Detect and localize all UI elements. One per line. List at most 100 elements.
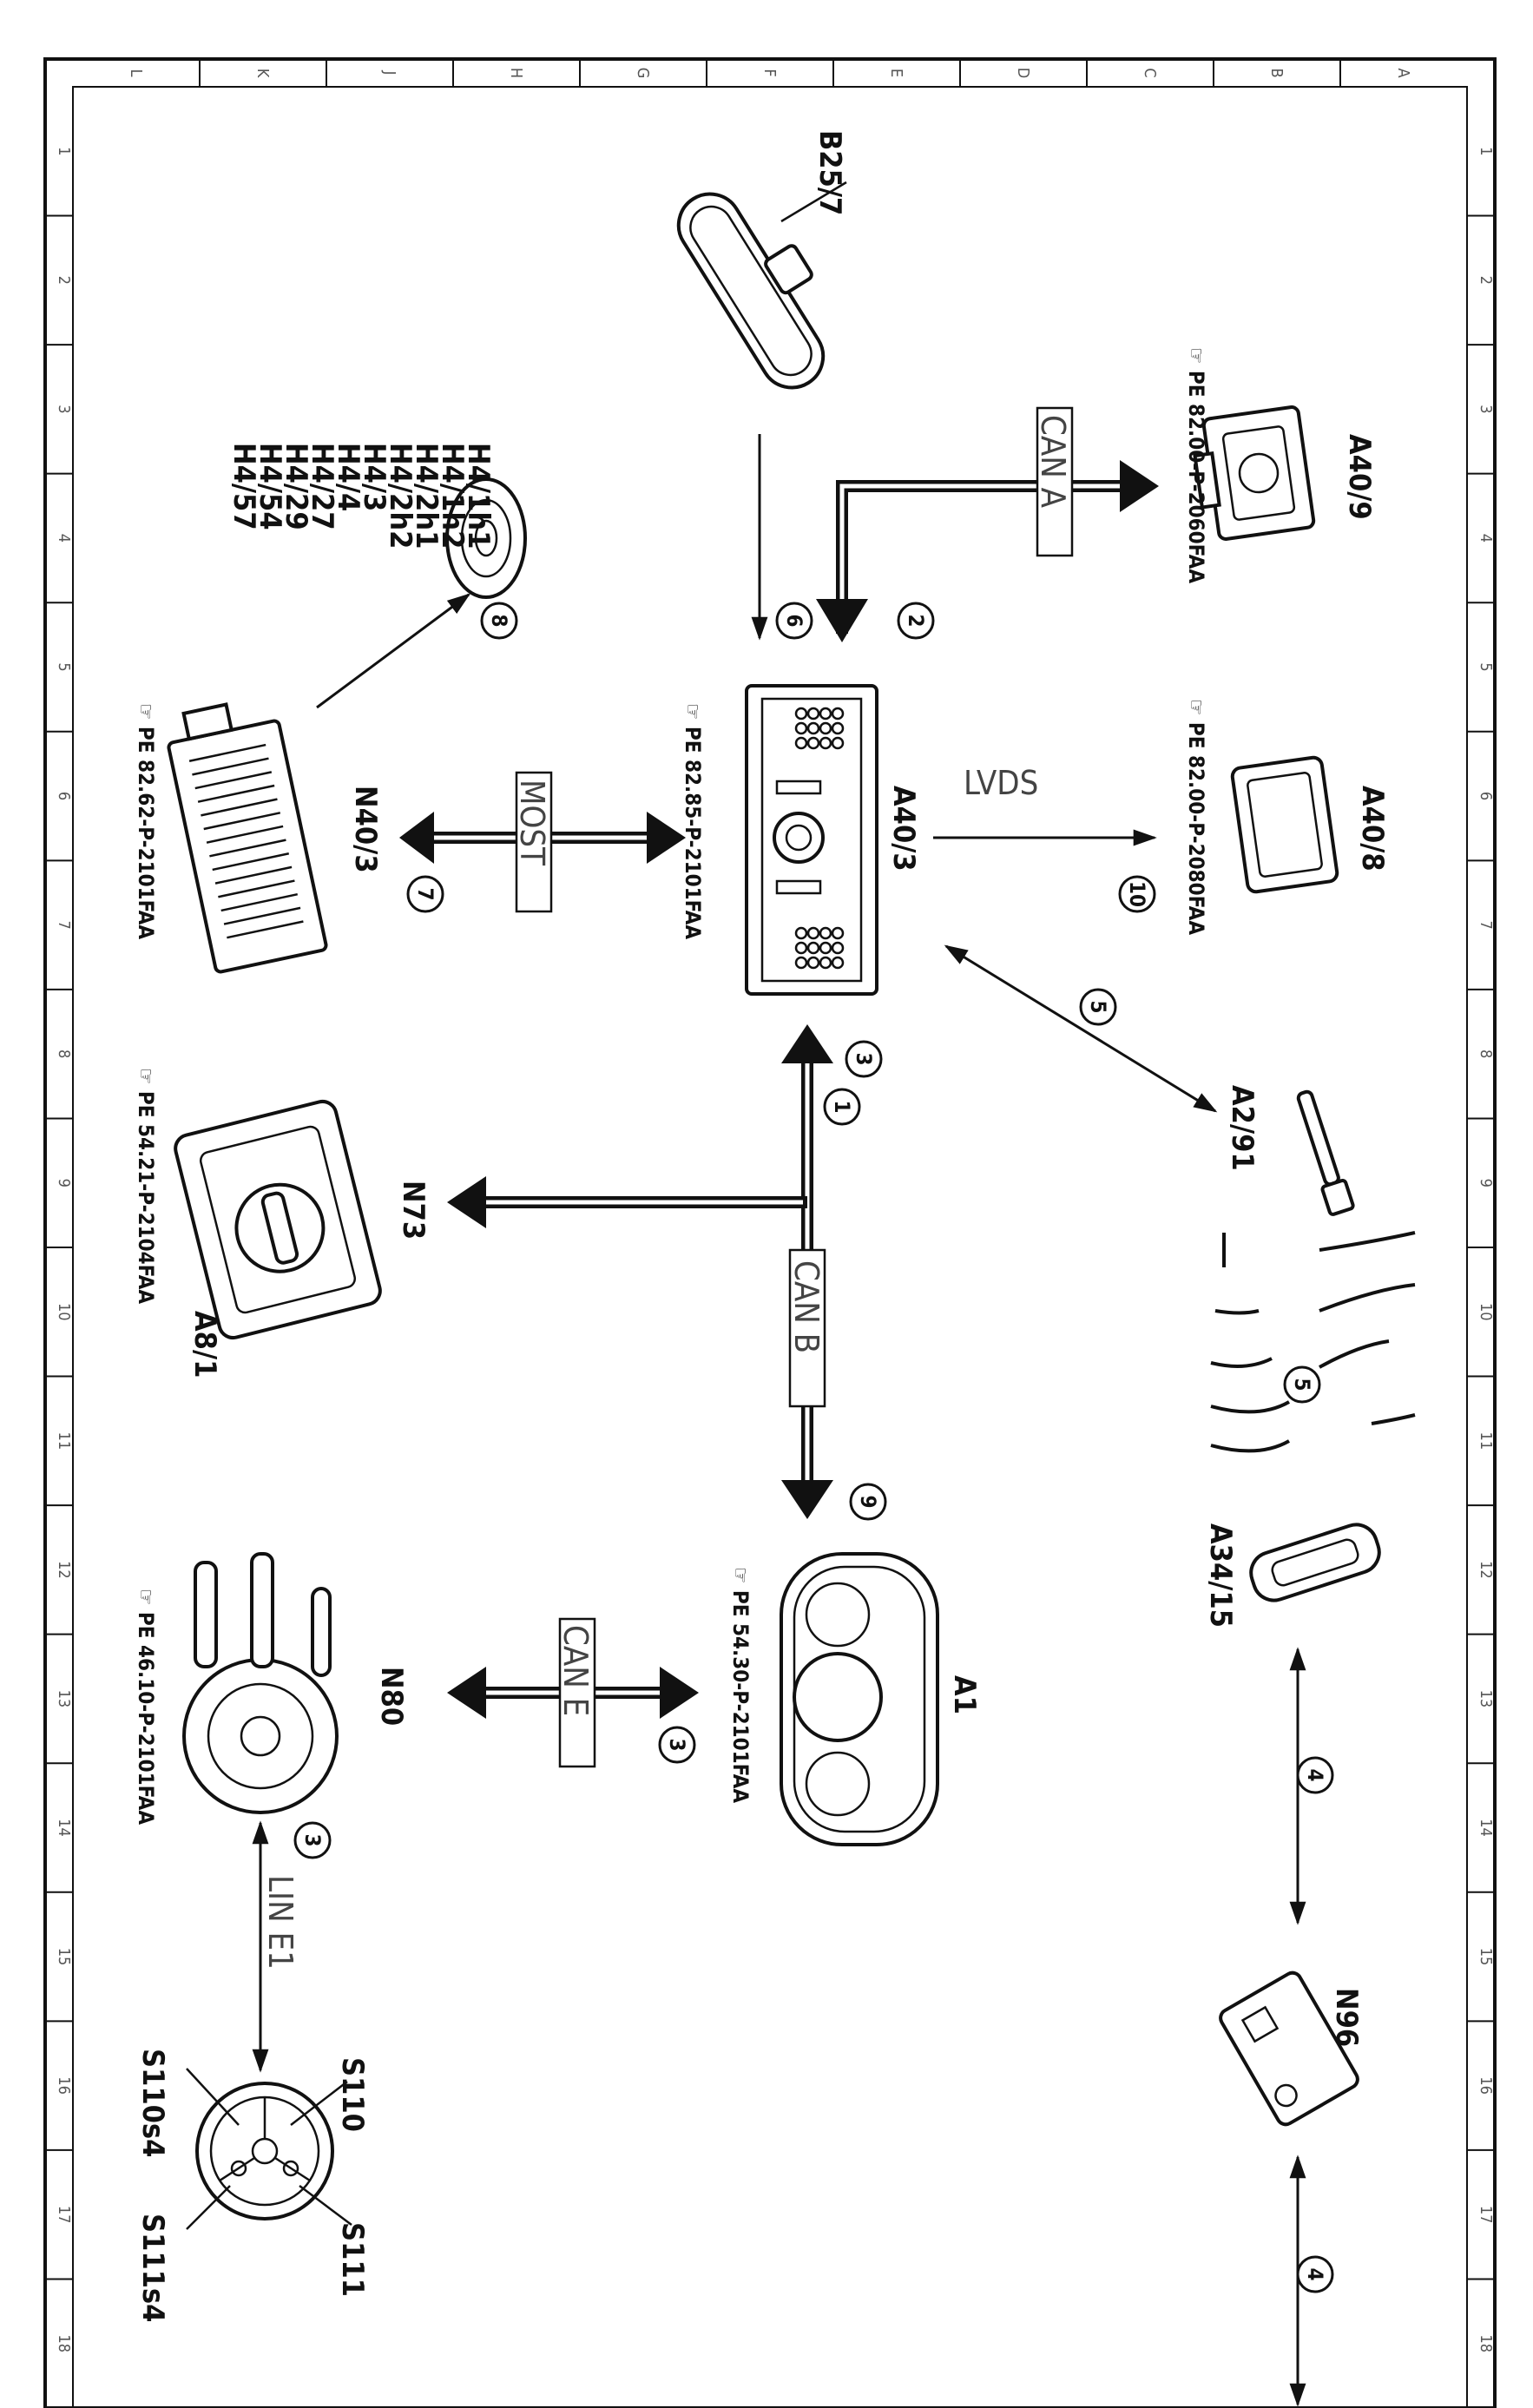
label-s111s4: S111s4 (135, 2214, 170, 2322)
row-tick-label: 15 (1477, 1948, 1495, 1966)
column-tick-label: F (760, 69, 779, 76)
svg-text:4: 4 (1303, 1768, 1327, 1781)
row-tick-label: 12 (1477, 1561, 1495, 1579)
ignition-switch-icon (174, 1099, 382, 1340)
row-tick-label: 18 (1477, 2334, 1495, 2352)
svg-text:☞ PE 54.30-P-2101FAA: ☞ PE 54.30-P-2101FAA (728, 1567, 753, 1803)
svg-text:3: 3 (300, 1833, 325, 1846)
svg-text:A34/15: A34/15 (1203, 1523, 1238, 1628)
svg-text:5: 5 (1086, 1000, 1110, 1013)
svg-text:☞ PE 82.00-P-2080FAA: ☞ PE 82.00-P-2080FAA (1184, 699, 1208, 935)
column-tick-label: L (127, 69, 145, 76)
row-tick-label: 4 (1477, 534, 1495, 543)
speaker-label: H4/54 (253, 443, 287, 530)
reference-number: 10 (1118, 875, 1156, 913)
column-tick-label: C (1141, 68, 1159, 77)
row-tick-label: 5 (55, 662, 73, 671)
antenna-icon (1296, 1089, 1355, 1216)
row-tick-label: 8 (55, 1049, 73, 1058)
label-a40-8: A40/8 (1355, 786, 1390, 872)
label-s110: S110 (335, 2057, 370, 2132)
svg-text:A2/91: A2/91 (1225, 1085, 1260, 1171)
row-tick-label: 2 (55, 276, 73, 285)
label-s111: S111 (335, 2222, 370, 2297)
reference-number: 1 (823, 1088, 861, 1126)
row-tick-label: 6 (1477, 792, 1495, 800)
reference-number: 6 (775, 602, 813, 640)
svg-text:N73: N73 (396, 1181, 431, 1240)
svg-text:☞ PE 54.21-P-2104FAA: ☞ PE 54.21-P-2104FAA (134, 1068, 158, 1304)
svg-text:8: 8 (487, 614, 511, 627)
svg-text:☞ PE 82.85-P-2101FAA: ☞ PE 82.85-P-2101FAA (681, 703, 705, 939)
row-tick-label: 18 (55, 2334, 73, 2352)
svg-text:A8/1: A8/1 (188, 1311, 222, 1378)
svg-text:7: 7 (413, 887, 438, 900)
bus-label-boxes (515, 406, 1074, 1768)
svg-text:6: 6 (782, 614, 806, 627)
bus-label-most: MOST (513, 780, 551, 865)
svg-text:N96: N96 (1329, 1988, 1364, 2047)
svg-text:S111s4: S111s4 (135, 2214, 170, 2322)
label-n96: N96 (1329, 1988, 1364, 2047)
svg-text:CAN A: CAN A (1034, 415, 1072, 509)
bus-label-lin-e1: LIN E1 (261, 1875, 299, 1970)
svg-text:B25/7: B25/7 (813, 130, 847, 215)
svg-text:A40/3: A40/3 (886, 786, 921, 872)
reference-number: 2 (897, 602, 935, 640)
speaker-label-list: H4/1h1H4/1h2H4/2h1H4/2h2H4/3H4/4H4/27H4/… (227, 443, 496, 549)
speaker-label: H4/27 (305, 443, 339, 530)
svg-text:S111: S111 (335, 2222, 370, 2297)
svg-text:3: 3 (852, 1052, 876, 1065)
row-tick-label: 12 (55, 1561, 73, 1579)
label-a40-3: A40/3 (886, 786, 921, 872)
mirror-icon (676, 192, 826, 390)
ref-a1: ☞ PE 54.30-P-2101FAA (728, 1567, 753, 1803)
svg-text:N80: N80 (374, 1667, 409, 1726)
svg-text:A40/9: A40/9 (1342, 434, 1377, 520)
wireless-signal-icon (1210, 1231, 1416, 1453)
instrument-cluster-icon (780, 1552, 939, 1846)
row-tick-label: 13 (1477, 1690, 1495, 1708)
ref-a40-9: ☞ PE 82.00-P-2060FAA (1184, 347, 1208, 583)
steering-wheel-buttons-icon (186, 2068, 352, 2230)
display-icon (1230, 755, 1339, 894)
svg-text:☞ PE 82.62-P-2101FAA: ☞ PE 82.62-P-2101FAA (134, 703, 158, 939)
row-tick-label: 11 (55, 1432, 73, 1451)
column-tick-label: J (380, 70, 398, 76)
row-tick-label: 1 (55, 147, 73, 155)
speaker-label: H4/29 (279, 443, 313, 530)
row-tick-label: 15 (55, 1948, 73, 1966)
row-tick-label: 13 (55, 1690, 73, 1708)
row-tick-label: 17 (1477, 2206, 1495, 2224)
row-tick-label: 3 (55, 405, 73, 413)
svg-text:9: 9 (856, 1495, 880, 1508)
svg-text:MOST: MOST (513, 780, 551, 865)
row-tick-label: 6 (55, 792, 73, 800)
steering-column-module-icon (182, 1552, 339, 1814)
svg-text:CAN E: CAN E (556, 1625, 595, 1716)
row-tick-label: 16 (55, 2076, 73, 2095)
label-b25-7: B25/7 (813, 130, 847, 215)
speaker-label: H4/2h2 (383, 443, 418, 549)
bus-label-can-b: CAN B (787, 1260, 826, 1353)
row-tick-label: 1 (1477, 147, 1495, 155)
svg-text:S110s4: S110s4 (135, 2049, 170, 2157)
svg-text:CAN B: CAN B (787, 1260, 826, 1353)
svg-text:☞ PE 46.10-P-2101FAA: ☞ PE 46.10-P-2101FAA (134, 1589, 158, 1825)
svg-text:3: 3 (665, 1738, 689, 1751)
bus-label-can-a: CAN A (1034, 415, 1072, 509)
speaker-label: H4/57 (227, 443, 261, 530)
amplifier-icon (167, 702, 328, 974)
svg-text:5: 5 (1290, 1378, 1314, 1391)
svg-text:4: 4 (1303, 2267, 1327, 2280)
ref-n73: ☞ PE 54.21-P-2104FAA (134, 1068, 158, 1304)
reference-number: 5 (1283, 1365, 1321, 1404)
row-tick-label: 14 (1477, 1819, 1495, 1837)
bus-label-can-e: CAN E (556, 1625, 595, 1716)
label-a1: A1 (947, 1675, 982, 1714)
reference-number: 4 (1296, 2255, 1334, 2293)
